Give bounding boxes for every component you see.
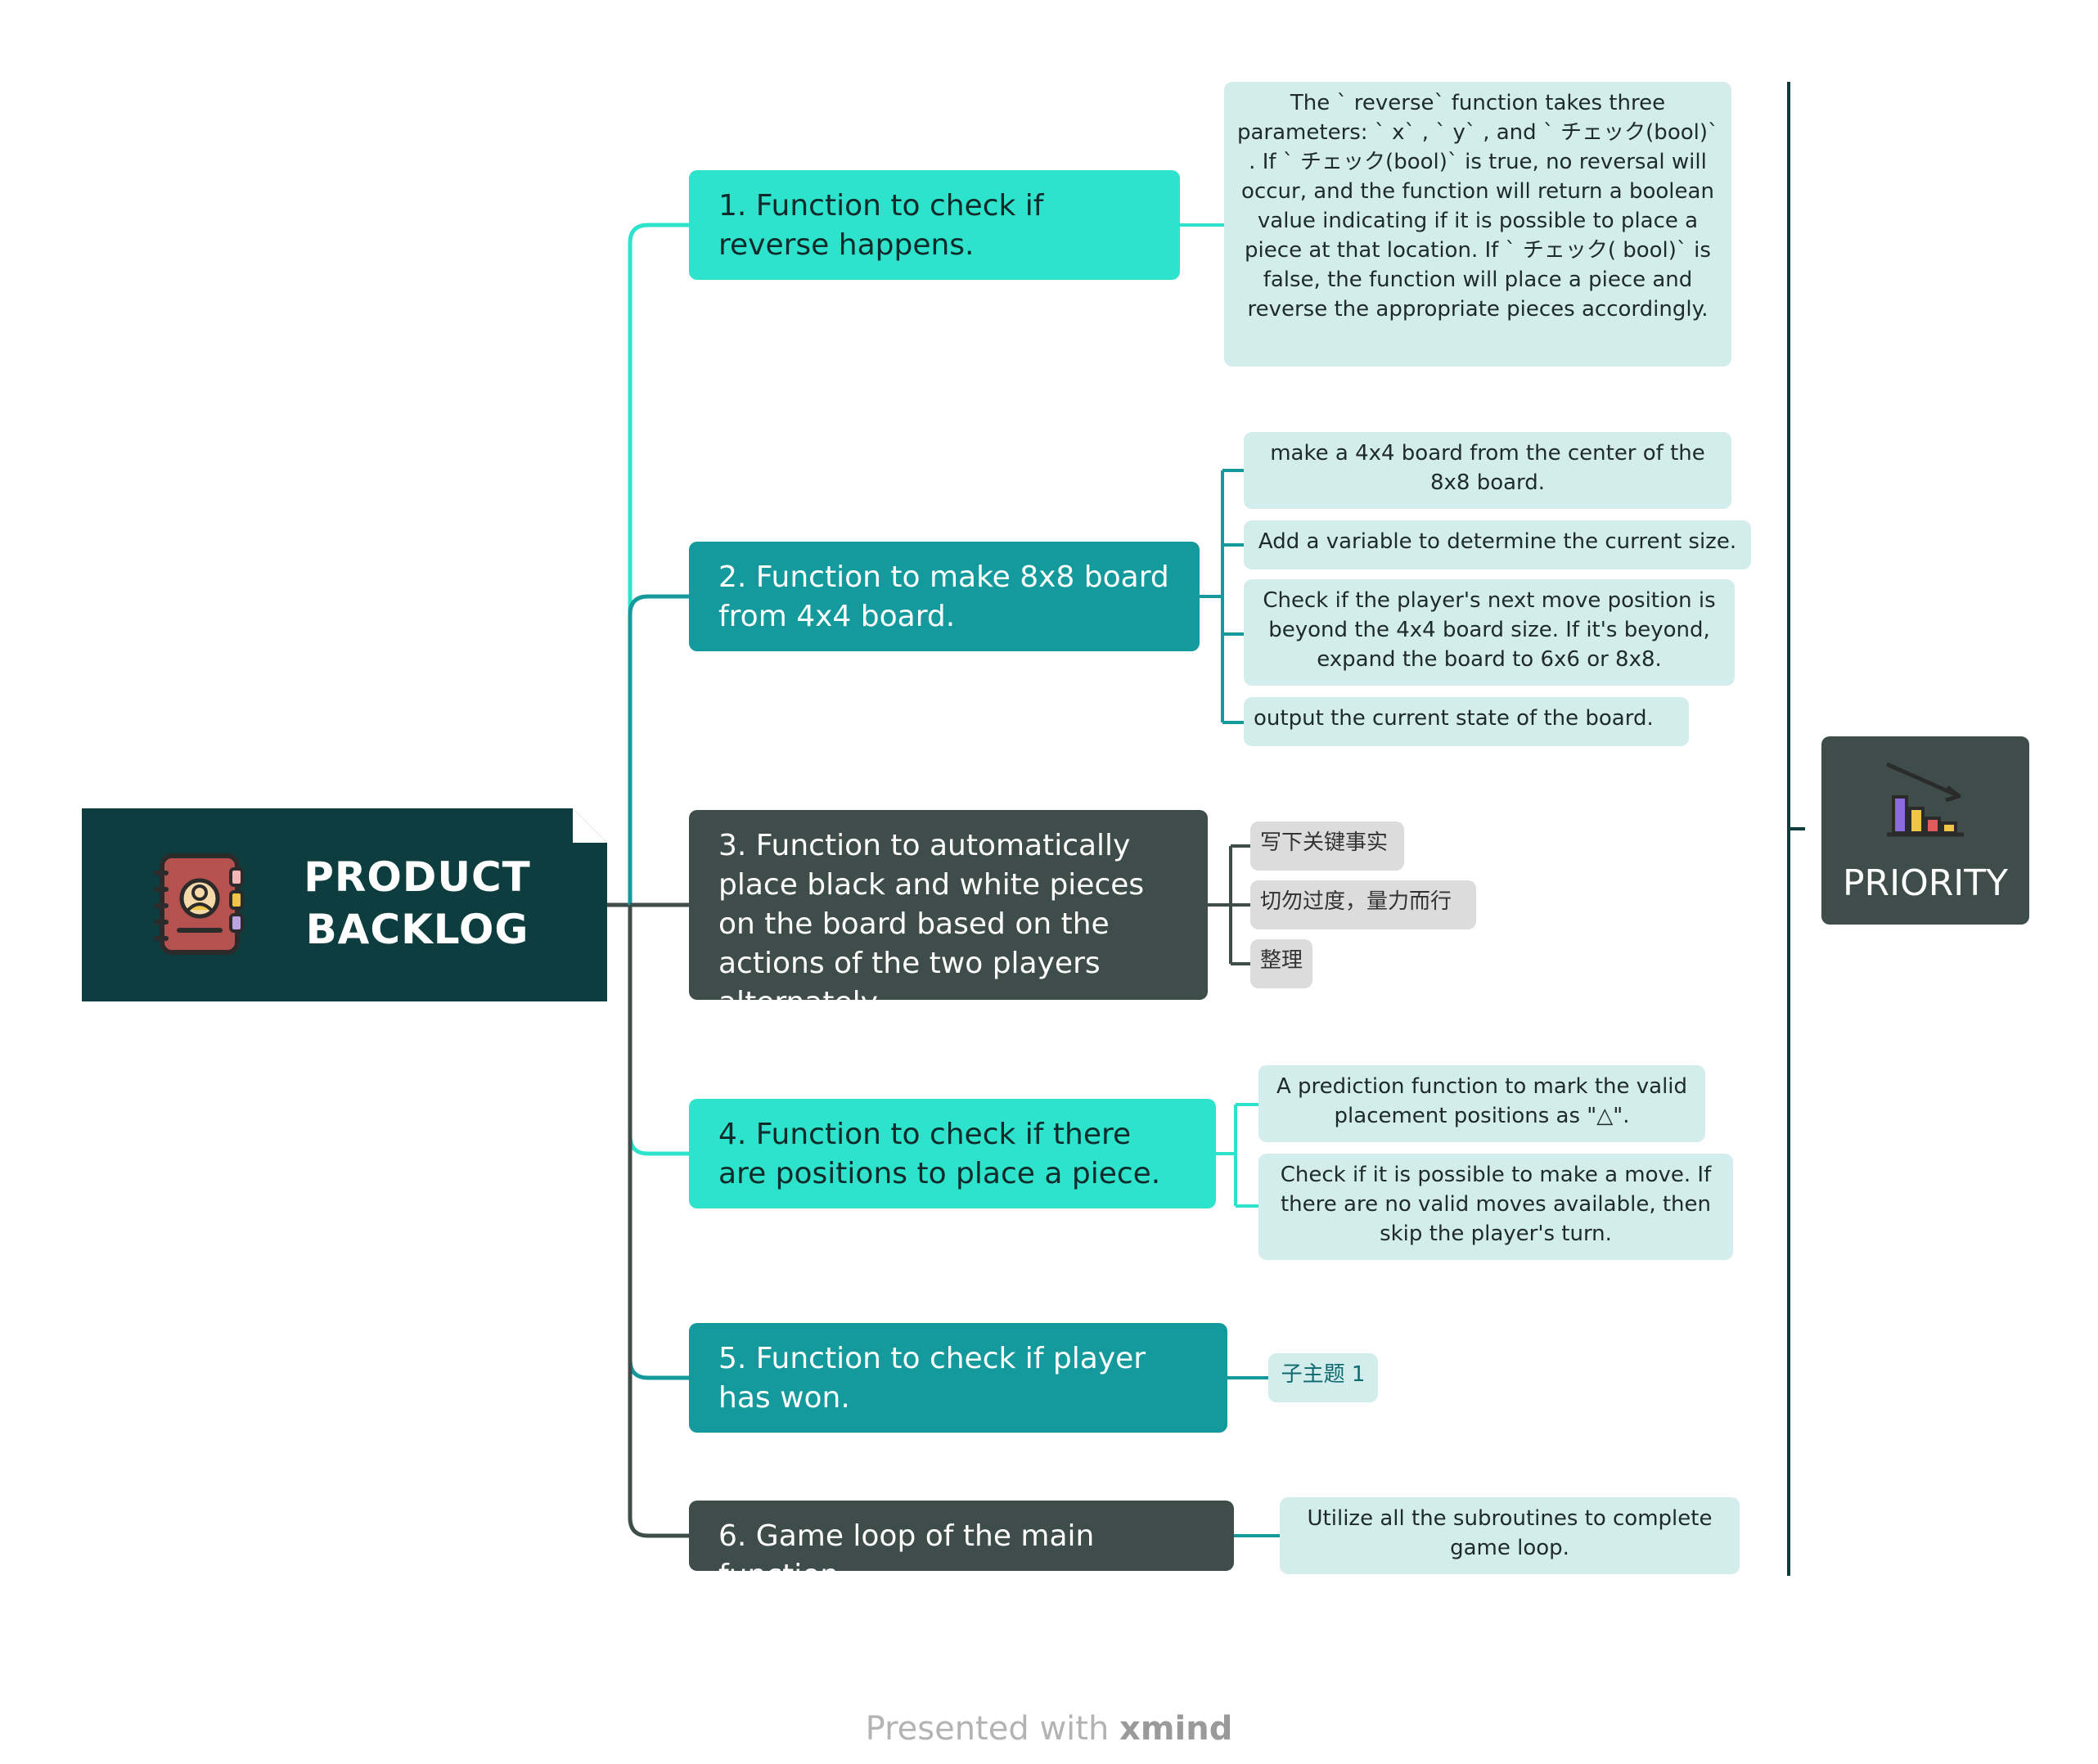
subtopic-2-3[interactable]: Check if the player's next move position… bbox=[1244, 579, 1735, 686]
subtopic-2-1[interactable]: make a 4x4 board from the center of the … bbox=[1244, 432, 1731, 509]
central-topic-title: PRODUCT BACKLOG bbox=[304, 853, 531, 953]
connector-topic-6 bbox=[628, 905, 689, 1538]
subtopic-6-1[interactable]: Utilize all the subroutines to complete … bbox=[1280, 1497, 1740, 1574]
topic-6[interactable]: 6. Game loop of the main function. bbox=[689, 1501, 1234, 1592]
descending-bar-chart-icon bbox=[1882, 759, 1967, 844]
subtopic-3-2[interactable]: 切勿过度，量力而行 bbox=[1250, 880, 1476, 929]
connector-topic-4 bbox=[628, 905, 689, 1156]
topic-3[interactable]: 3. Function to automatically place black… bbox=[689, 810, 1208, 1019]
subtopic-1-1[interactable]: The ` reverse` function takes three para… bbox=[1224, 82, 1731, 367]
topic-2[interactable]: 2. Function to make 8x8 board from 4x4 b… bbox=[689, 542, 1200, 651]
footer-brand: xmind bbox=[1119, 1710, 1233, 1748]
connector-sub-4 bbox=[1216, 1103, 1258, 1208]
summary-topic-label: PRIORITY bbox=[1842, 862, 2009, 904]
footer-prefix: Presented with bbox=[865, 1710, 1110, 1748]
footer-watermark: Presented with xmind bbox=[0, 1708, 2098, 1749]
subtopic-2-4[interactable]: output the current state of the board. bbox=[1244, 697, 1689, 746]
connector-topic-5 bbox=[628, 905, 689, 1380]
subtopic-3-1[interactable]: 写下关键事实 bbox=[1250, 821, 1404, 871]
connector-topic-2 bbox=[628, 594, 689, 905]
subtopic-4-1[interactable]: A prediction function to mark the valid … bbox=[1258, 1065, 1705, 1142]
connector-sub-2 bbox=[1200, 469, 1244, 724]
topic-1[interactable]: 1. Function to check if reverse happens. bbox=[689, 170, 1180, 280]
topic-5[interactable]: 5. Function to check if player has won. bbox=[689, 1323, 1227, 1433]
subtopic-2-2[interactable]: Add a variable to determine the current … bbox=[1244, 520, 1751, 569]
topic-4[interactable]: 4. Function to check if there are positi… bbox=[689, 1099, 1216, 1208]
connector-topic-1 bbox=[628, 223, 689, 905]
subtopic-4-2[interactable]: Check if it is possible to make a move. … bbox=[1258, 1154, 1733, 1260]
subtopic-5-1[interactable]: 子主题 1 bbox=[1268, 1353, 1378, 1402]
subtopic-3-3[interactable]: 整理 bbox=[1250, 939, 1312, 988]
summary-bracket bbox=[1787, 82, 1805, 1576]
address-book-icon bbox=[152, 851, 247, 961]
connector-sub-3 bbox=[1208, 844, 1250, 965]
